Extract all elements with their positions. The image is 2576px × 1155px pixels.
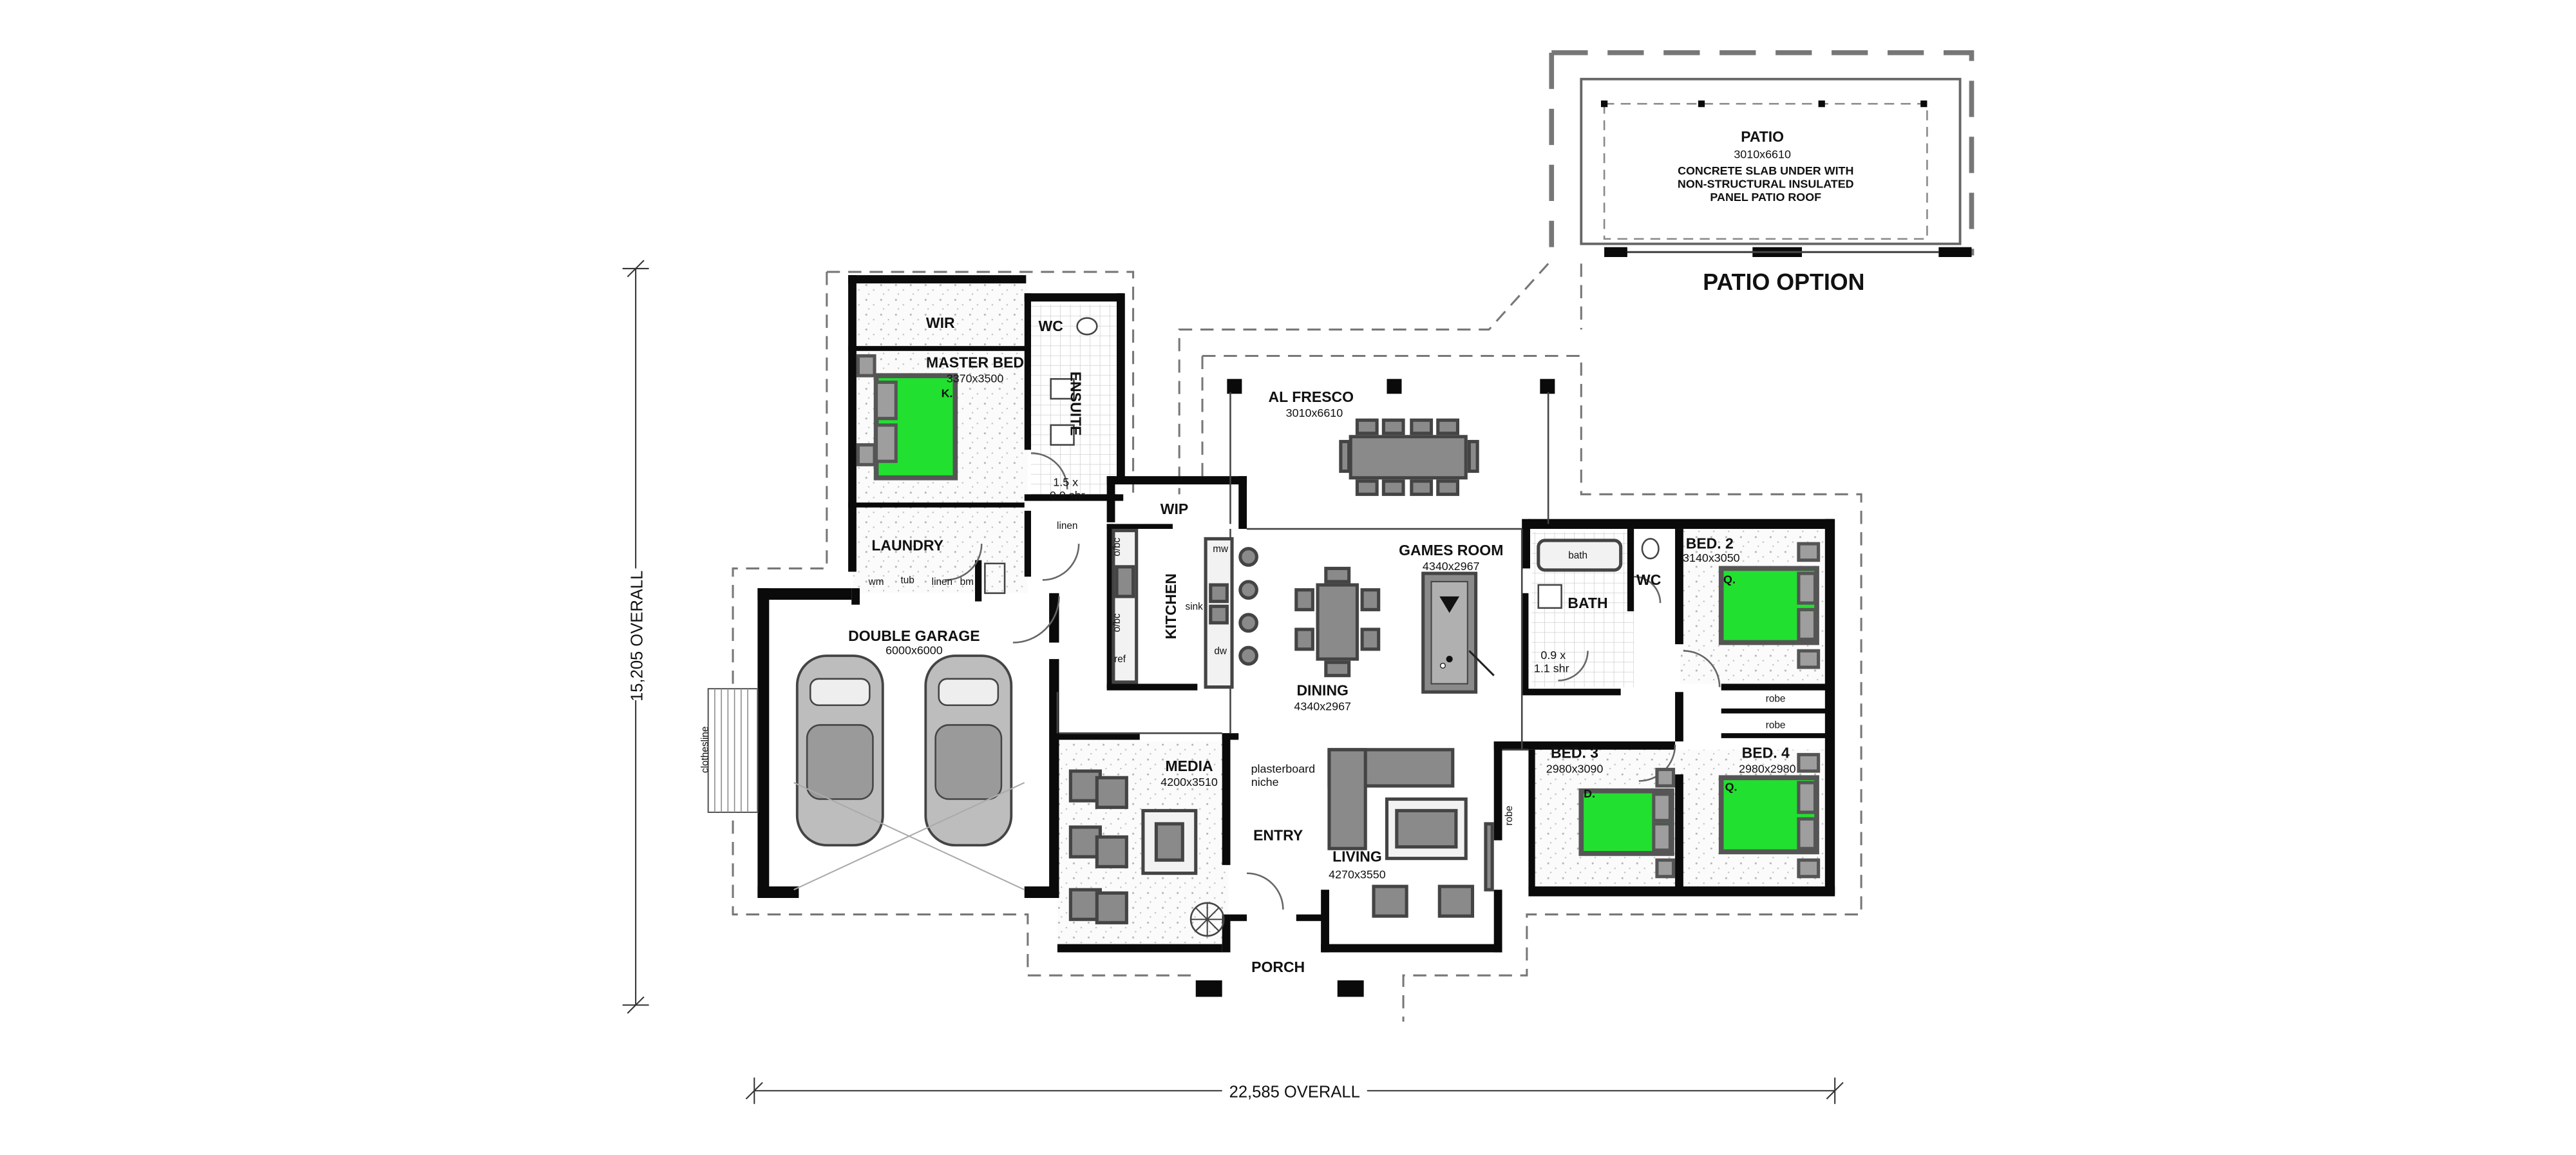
living-label: LIVING (1332, 848, 1382, 865)
bed4-furniture (1718, 752, 1821, 879)
robe-2-label: robe (1766, 720, 1786, 731)
ensuite-label: ENSUITE (1067, 372, 1084, 436)
laundry-label: LAUNDRY (871, 537, 943, 553)
double-garage-size: 6000x6000 (886, 644, 943, 656)
plasterboard-line2: niche (1251, 776, 1279, 788)
bath-label: BATH (1567, 595, 1607, 611)
depth-dimension-bg (617, 568, 654, 701)
bed2-label: BED. 2 (1686, 535, 1734, 552)
bed4-label: BED. 4 (1742, 745, 1790, 761)
depth-dimension: 15,205 OVERALL (628, 571, 646, 702)
pool-table (1421, 571, 1495, 694)
games-room-label: GAMES ROOM (1399, 542, 1503, 558)
bath-shower-line1: 0.9 x (1540, 649, 1566, 662)
bed4-mark: Q. (1725, 781, 1738, 794)
ensuite-shower-line2: 0.9 shr (1050, 489, 1085, 502)
plasterboard-line1: plasterboard (1251, 763, 1315, 776)
mw-label: mw (1213, 544, 1229, 555)
master-bed-furniture (856, 354, 958, 481)
ref-label: ref (1114, 654, 1126, 665)
internal-lines (1056, 392, 1549, 751)
patio-label: PATIO (1741, 128, 1784, 145)
bed3-label: BED. 3 (1551, 745, 1598, 761)
dining-table (1294, 566, 1381, 678)
master-bed-mark: K. (942, 387, 953, 399)
obc-1-label: o/bc (1112, 537, 1122, 556)
car-right (924, 654, 1013, 847)
patio-option: PATIO 3010x6610 CONCRETE SLAB UNDER WITH… (1178, 50, 1975, 495)
bed3-size: 2980x3090 (1546, 763, 1604, 776)
media-furniture (1068, 769, 1225, 937)
dining-size: 4340x2967 (1294, 700, 1351, 712)
bm-label: bm (960, 577, 974, 587)
ensuite-shower-line1: 1.5 x (1053, 476, 1078, 489)
robe-1-label: robe (1766, 694, 1786, 705)
entry-label: ENTRY (1253, 826, 1303, 843)
al-fresco-size: 3010x6610 (1286, 406, 1343, 419)
patio-note-1: CONCRETE SLAB UNDER WITH (1678, 164, 1853, 177)
patio-note-2: NON-STRUCTURAL INSULATED (1678, 178, 1854, 191)
dining-label: DINING (1296, 682, 1349, 698)
living-furniture (1327, 748, 1494, 918)
bath-tub-label: bath (1568, 550, 1587, 561)
bed4-size: 2980x2980 (1739, 763, 1796, 776)
door-swings (945, 452, 1721, 910)
patio-size: 3010x6610 (1734, 148, 1791, 161)
obc-2-label: o/bc (1112, 613, 1122, 632)
double-garage-label: DOUBLE GARAGE (848, 627, 980, 644)
tub-label: tub (900, 575, 914, 586)
width-dimension: 22,585 OVERALL (1229, 1083, 1360, 1101)
alfresco-table (1339, 418, 1479, 496)
walls (757, 275, 1835, 997)
wc-ensuite-label: WC (1039, 318, 1063, 334)
bathroom-fixtures (984, 317, 1660, 609)
media-label: MEDIA (1165, 758, 1213, 774)
kitchen-benches (1112, 529, 1258, 689)
room-labels: WIR WC MASTER BED 3370x3500 K. ENSUITE 1… (700, 314, 1796, 975)
eaves-outline (732, 271, 1862, 1022)
sink-label: sink (1186, 601, 1204, 612)
master-bed-label: MASTER BED (926, 354, 1024, 370)
bed3-furniture (1578, 767, 1676, 879)
bed3-mark: D. (1584, 787, 1595, 800)
bath-shower-line2: 1.1 shr (1534, 662, 1569, 675)
living-size: 4270x3550 (1329, 868, 1386, 881)
width-dimension-bg (1222, 1079, 1367, 1103)
bed2-size: 3140x3050 (1683, 551, 1740, 564)
master-bed-size: 3370x3500 (947, 372, 1004, 385)
robe-3-label: robe (1504, 806, 1515, 826)
linen-1-label: linen (1057, 520, 1077, 531)
wip-label: WIP (1160, 501, 1188, 517)
bed2-furniture (1718, 542, 1821, 669)
dw-label: dw (1214, 645, 1227, 656)
kitchen-label: KITCHEN (1162, 573, 1179, 639)
clothesline-label: clothesline (700, 727, 711, 773)
patio-note-3: PANEL PATIO ROOF (1710, 191, 1821, 204)
linen-2-label: linen (932, 577, 952, 587)
bed2-mark: Q. (1723, 573, 1736, 586)
garage-cars (707, 654, 1025, 891)
al-fresco-label: AL FRESCO (1269, 388, 1354, 405)
wir-label: WIR (926, 314, 955, 331)
media-size: 4200x3510 (1160, 776, 1218, 788)
games-room-size: 4340x2967 (1423, 560, 1480, 573)
patio-option-title: PATIO OPTION (1703, 269, 1864, 295)
wm-label: wm (868, 577, 884, 587)
car-left (795, 654, 884, 847)
porch-label: PORCH (1251, 959, 1305, 975)
wc-main-label: WC (1636, 571, 1661, 588)
